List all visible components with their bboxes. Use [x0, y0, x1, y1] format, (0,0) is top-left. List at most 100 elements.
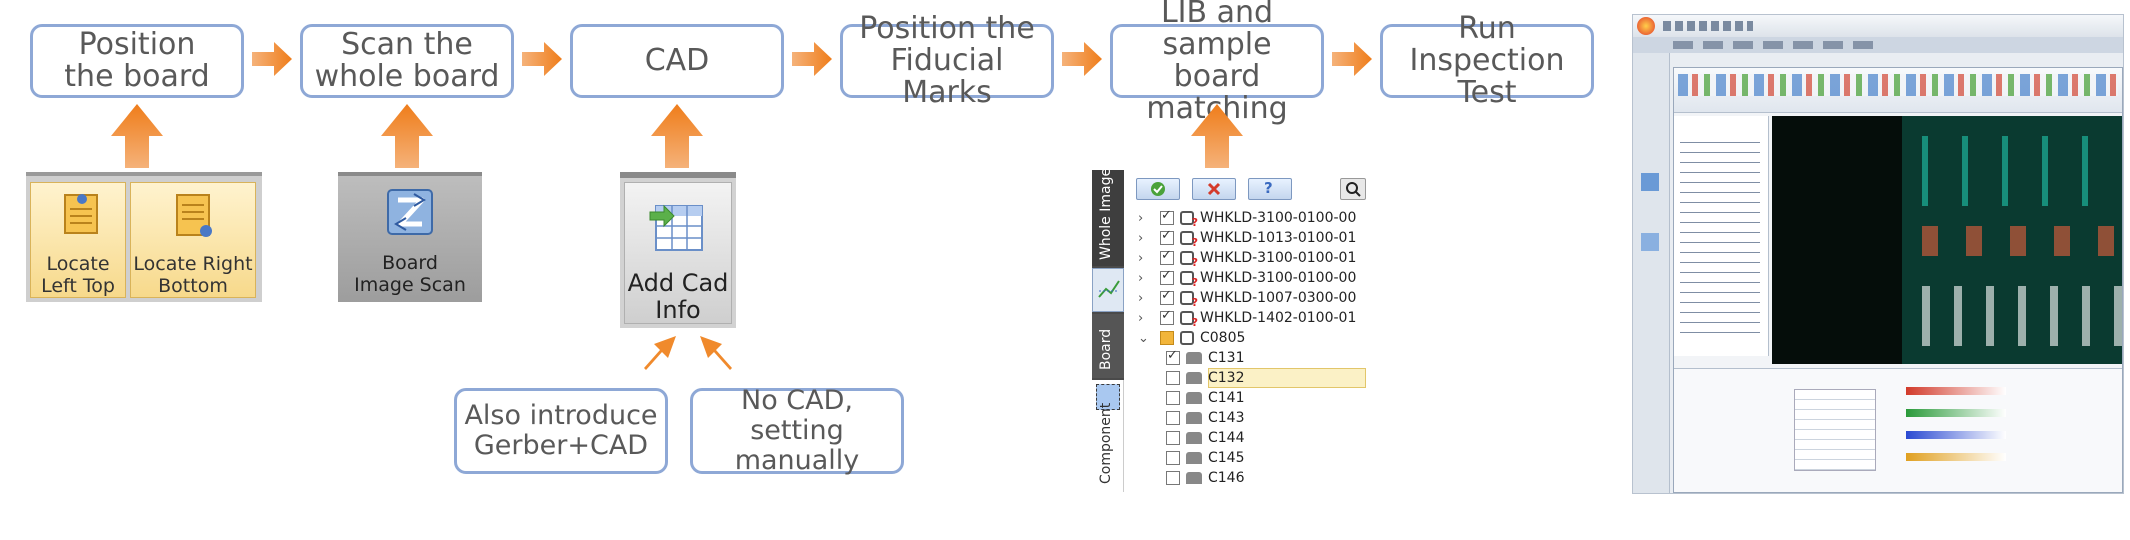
- board-item-icon: [1180, 251, 1198, 269]
- add-cad-info-button[interactable]: Add Cad Info: [620, 172, 736, 328]
- tree-item-label: WHKLD-3100-0100-01: [1200, 250, 1357, 266]
- app-menubar: [1633, 37, 2123, 53]
- tree-item[interactable]: › WHKLD-1013-0100-01: [1138, 228, 1357, 249]
- tree-component-label: C146: [1208, 470, 1245, 486]
- tree-component[interactable]: C145: [1166, 448, 1245, 468]
- board-image-scan-label: Board Image Scan: [354, 252, 466, 296]
- tree-item-label: WHKLD-3100-0100-00: [1200, 270, 1357, 286]
- locate-right-bottom-icon: [176, 194, 212, 237]
- app-titlebar: [1633, 15, 2123, 38]
- confirm-button[interactable]: [1136, 178, 1180, 200]
- checkbox[interactable]: [1166, 348, 1180, 365]
- chevron-right-icon: ›: [1138, 290, 1144, 306]
- tree-item[interactable]: › WHKLD-3100-0100-01: [1138, 248, 1357, 269]
- side-tab-whole-image[interactable]: Whole Image: [1092, 170, 1124, 266]
- tree-component[interactable]: C141: [1166, 388, 1245, 408]
- cad-option-label: No CAD, setting manually: [734, 385, 860, 476]
- group-icon: [1180, 331, 1194, 345]
- inner-tree: [1674, 116, 1769, 356]
- inner-window: [1673, 67, 2123, 493]
- chip-icon: [1186, 392, 1202, 404]
- step-label: Scan the whole board: [314, 27, 500, 94]
- tree-item[interactable]: › WHKLD-3100-0100-00: [1138, 268, 1357, 289]
- pcb-image: [1772, 116, 2122, 364]
- lib-toolbar: ?: [1126, 170, 1366, 202]
- board-item-icon: [1180, 271, 1198, 289]
- side-tab-label: Whole Image: [1098, 170, 1114, 260]
- app-logo: [1637, 17, 1655, 35]
- chip-icon: [1186, 372, 1202, 384]
- cad-option-gerber: Also introduce Gerber+CAD: [454, 388, 668, 474]
- checkbox[interactable]: [1160, 331, 1174, 345]
- chevron-right-icon: ›: [1138, 230, 1144, 246]
- locate-right-bottom-label: Locate Right Bottom: [133, 253, 253, 297]
- board-item-icon: [1180, 231, 1198, 249]
- tree-component[interactable]: C146: [1166, 468, 1245, 488]
- lib-tree-panel: Whole Image Board Component ? › WHKLD-310…: [1092, 170, 1366, 492]
- checkbox[interactable]: [1166, 411, 1180, 425]
- tree-item-label: WHKLD-1402-0100-01: [1200, 310, 1357, 326]
- chevron-right-icon: ›: [1138, 270, 1144, 286]
- chevron-down-icon: ⌄: [1138, 330, 1149, 346]
- tree-group-label: C0805: [1200, 330, 1246, 346]
- chevron-right-icon: ›: [1138, 250, 1144, 266]
- delete-button[interactable]: [1192, 178, 1236, 200]
- checkbox[interactable]: [1160, 208, 1174, 225]
- chip-icon: [1186, 432, 1202, 444]
- board-item-icon: [1180, 211, 1198, 229]
- locate-left-top-button[interactable]: Locate Left Top: [30, 182, 126, 298]
- checkbox[interactable]: [1166, 391, 1180, 405]
- checkbox[interactable]: [1160, 308, 1174, 325]
- step-scan-board: Scan the whole board: [300, 24, 514, 98]
- outer-sidebar: [1633, 53, 1670, 493]
- arrow-right-icon: [252, 42, 1372, 76]
- component-square-icon: [1096, 384, 1120, 410]
- tree-item[interactable]: ›WHKLD-1402-0100-01: [1138, 308, 1357, 329]
- step-fiducial-marks: Position the Fiducial Marks: [840, 13, 1054, 109]
- checkbox[interactable]: [1160, 248, 1174, 265]
- tree-component[interactable]: C143: [1166, 408, 1245, 428]
- tree-component-label: C145: [1208, 450, 1245, 466]
- step-run-inspection: Run Inspection Test: [1380, 13, 1594, 109]
- checkbox[interactable]: [1166, 451, 1180, 465]
- trend-icon: [1098, 280, 1120, 298]
- tree-component[interactable]: C132: [1166, 368, 1245, 388]
- chip-icon: [1186, 412, 1202, 424]
- arrow-diagonal-icon: [644, 336, 732, 370]
- tree-item-label: WHKLD-1013-0100-01: [1200, 230, 1357, 246]
- chip-icon: [1186, 452, 1202, 464]
- checkbox[interactable]: [1166, 371, 1180, 385]
- close-icon: [1207, 182, 1221, 196]
- chip-icon: [1186, 352, 1202, 364]
- chevron-right-icon: ›: [1138, 210, 1144, 226]
- side-tab-label: Component: [1098, 402, 1114, 484]
- checkbox[interactable]: [1160, 288, 1174, 305]
- checkbox[interactable]: [1160, 268, 1174, 285]
- zoom-button[interactable]: [1340, 178, 1366, 200]
- tree-item[interactable]: › WHKLD-3100-0100-00: [1138, 208, 1357, 229]
- step-label: Position the Fiducial Marks: [859, 11, 1035, 110]
- locate-right-bottom-button[interactable]: Locate Right Bottom: [130, 182, 256, 298]
- inner-bottom-panel: [1674, 368, 2122, 492]
- locate-left-top-icon: [64, 194, 98, 234]
- tree-component-label: C143: [1208, 410, 1245, 426]
- help-button[interactable]: ?: [1248, 178, 1292, 200]
- tree-item-label: WHKLD-1007-0300-00: [1200, 290, 1357, 306]
- tree-item-label: WHKLD-3100-0100-00: [1200, 210, 1357, 226]
- tree-item[interactable]: › WHKLD-1007-0300-00: [1138, 288, 1357, 309]
- checkbox[interactable]: [1166, 471, 1180, 485]
- chip-icon: [1186, 472, 1202, 484]
- side-tab-label: Board: [1098, 328, 1114, 370]
- tree-group[interactable]: ⌄ C0805: [1138, 328, 1245, 348]
- board-image-scan-button[interactable]: Board Image Scan: [338, 172, 482, 302]
- locate-toolbar: Locate Left Top Locate Right Bottom: [26, 172, 262, 302]
- step-cad: CAD: [570, 24, 784, 98]
- checkbox[interactable]: [1160, 228, 1174, 245]
- inspection-app-screenshot: [1632, 14, 2124, 494]
- checkbox[interactable]: [1166, 431, 1180, 445]
- tree-component[interactable]: C144: [1166, 428, 1245, 448]
- side-tab-board[interactable]: Board: [1092, 314, 1124, 378]
- step-lib-matching: LIB and sample board matching: [1110, 0, 1324, 125]
- tree-component[interactable]: C131: [1166, 348, 1245, 368]
